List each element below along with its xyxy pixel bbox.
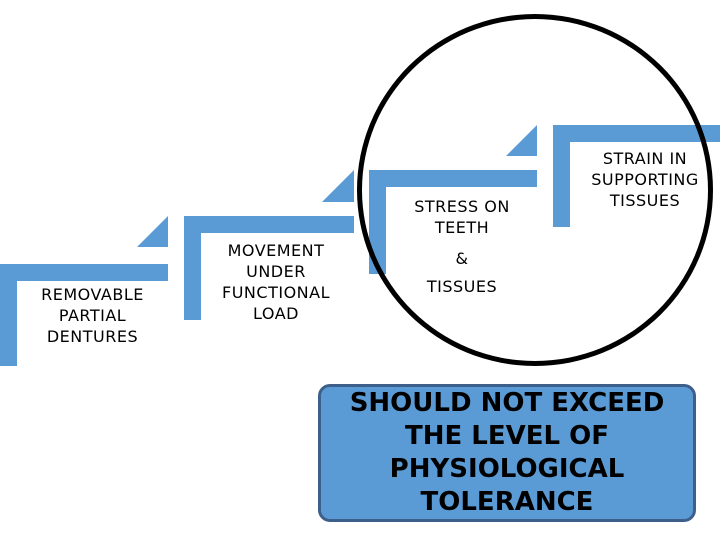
tolerance-callout-box: SHOULD NOT EXCEED THE LEVEL OF PHYSIOLOG… xyxy=(318,384,696,522)
step-2-left-bar xyxy=(184,216,201,320)
step-1-left-bar xyxy=(0,264,17,366)
step-2-top-bar xyxy=(184,216,354,233)
step-1-arrow-tip xyxy=(137,216,168,247)
step-1-top-bar xyxy=(0,264,168,281)
callout-text: SHOULD NOT EXCEED THE LEVEL OF PHYSIOLOG… xyxy=(349,388,665,517)
highlight-circle xyxy=(357,14,713,366)
step-2-arrow-tip xyxy=(322,170,354,202)
step-2-label: MOVEMENT UNDER FUNCTIONAL LOAD xyxy=(222,241,330,323)
step-1-label: REMOVABLE PARTIAL DENTURES xyxy=(41,285,144,346)
